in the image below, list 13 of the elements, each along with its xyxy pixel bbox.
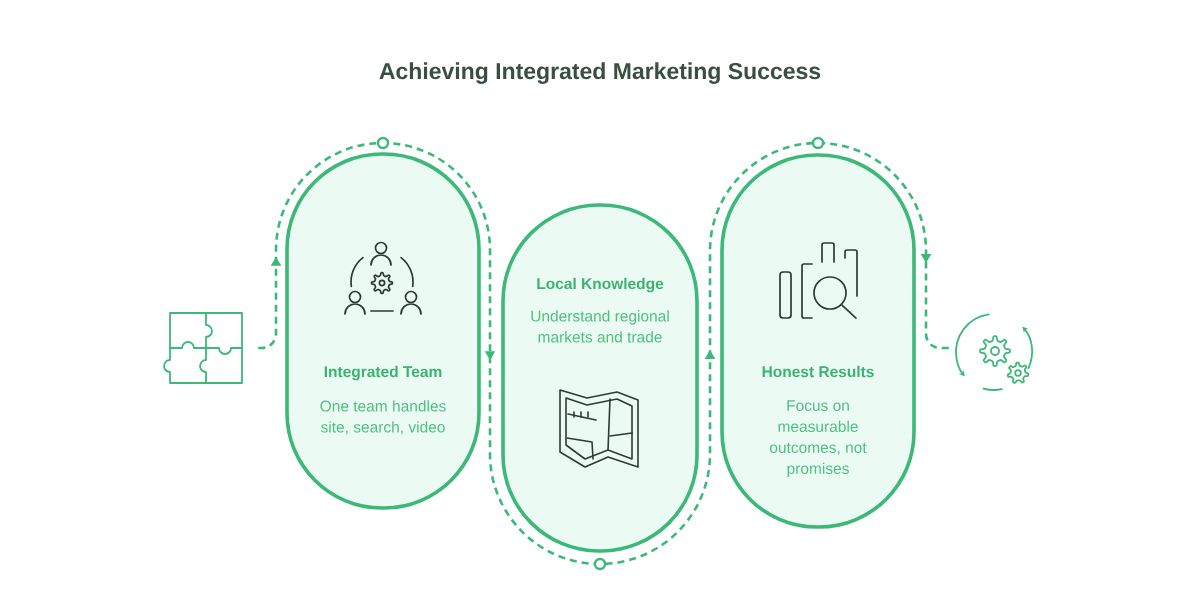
heading: Integrated Team — [324, 365, 442, 381]
heading: Local Knowledge — [537, 277, 664, 293]
puzzle-icon — [163, 312, 243, 384]
pill-box — [285, 152, 481, 510]
pill-box — [501, 203, 699, 553]
heading: Honest Results — [762, 365, 874, 378]
gears-icon — [955, 313, 1034, 391]
pill-box — [720, 153, 916, 529]
description: Focus on measurable outcomes, not promises — [769, 400, 867, 478]
description: One team handles site, search, video — [320, 400, 446, 435]
description: Understand regional markets and trade — [531, 310, 669, 343]
title: Achieving Integrated Marketing Success — [379, 62, 821, 84]
dashed-arrow — [257, 141, 952, 566]
